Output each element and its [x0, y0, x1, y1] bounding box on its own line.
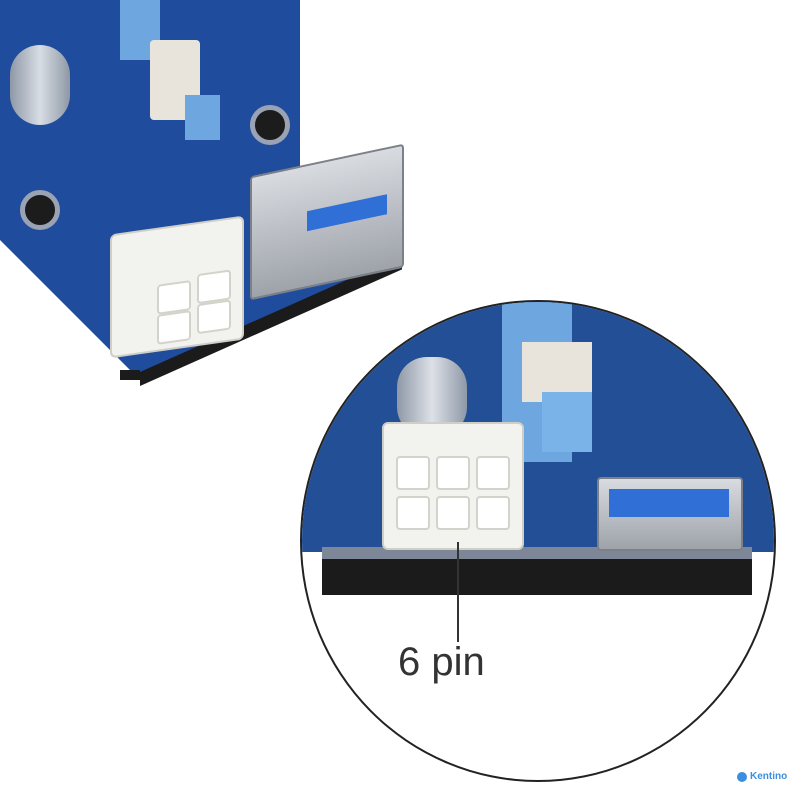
6-pin-connector [110, 215, 244, 359]
mounting-hole [20, 190, 60, 230]
mounting-hole [250, 105, 290, 145]
zoom-callout [300, 300, 776, 782]
6-pin-connector [382, 422, 524, 550]
callout-label: 6 pin [398, 640, 485, 684]
usb-port [597, 477, 743, 551]
capacitor [10, 45, 70, 125]
kentino-logo-icon [737, 772, 747, 782]
foam-pad [322, 559, 752, 595]
riser-board-top [0, 0, 420, 390]
watermark: Kentino [750, 771, 788, 782]
callout-line [457, 542, 459, 642]
